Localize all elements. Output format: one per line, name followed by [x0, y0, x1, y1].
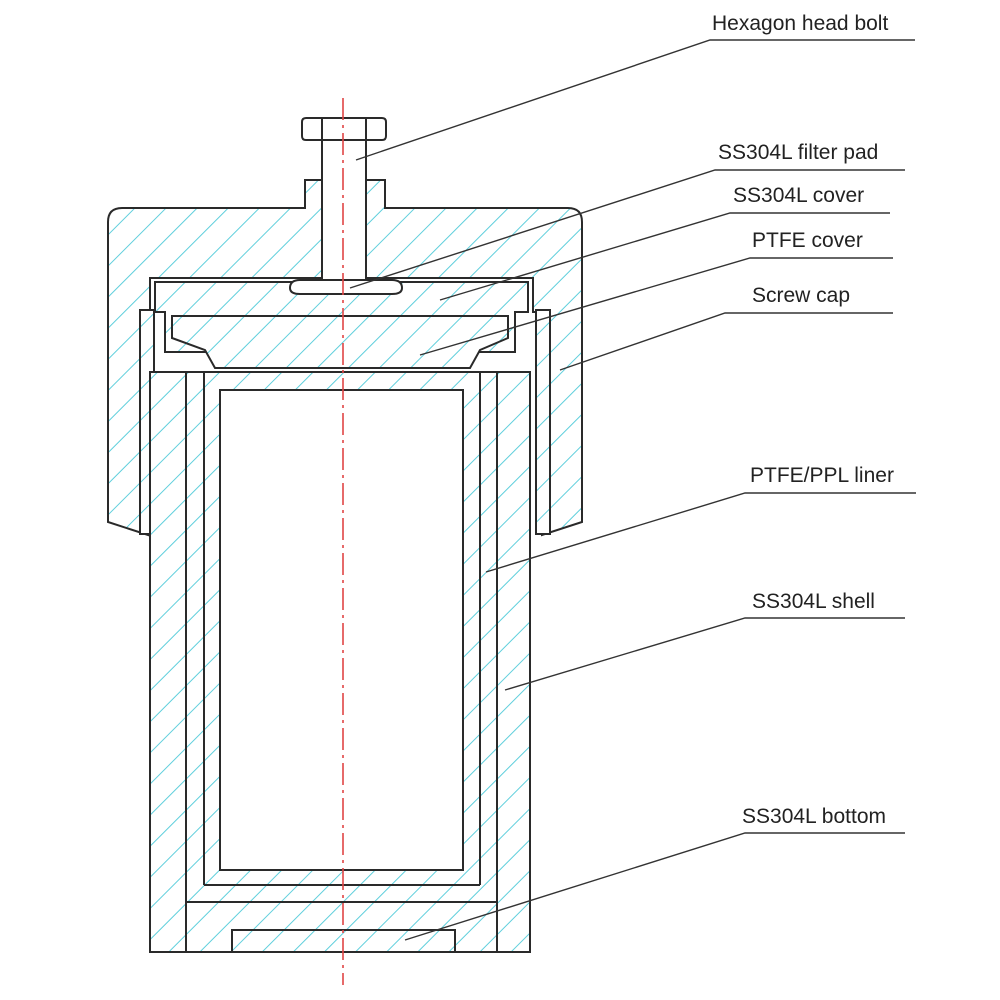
label-ss-cover: SS304L cover — [733, 184, 864, 207]
leader-screw-cap — [559, 312, 893, 371]
label-bottom: SS304L bottom — [742, 805, 886, 828]
screw-cap-shape — [107, 179, 583, 537]
label-shell: SS304L shell — [752, 590, 875, 613]
cap-shoulder-right — [535, 309, 551, 535]
liner-cavity — [219, 389, 464, 871]
leader-ptfe-cover — [419, 257, 893, 356]
leader-bottom — [404, 832, 905, 941]
label-screw-cap: Screw cap — [752, 284, 850, 307]
label-hexagon-head-bolt: Hexagon head bolt — [712, 12, 888, 35]
label-ptfe-cover: PTFE cover — [752, 229, 863, 252]
leader-hexagon-head-bolt — [355, 39, 915, 161]
bottom-shape — [185, 901, 498, 953]
filter-pad-shape — [288, 279, 404, 295]
leader-ss-cover — [439, 212, 890, 301]
leader-liner — [485, 492, 916, 573]
leader-filter-pad — [349, 169, 905, 289]
leader-shell — [504, 617, 905, 691]
ptfe-cover-shape — [171, 315, 509, 369]
bolt-head — [301, 117, 387, 141]
bolt-shank — [321, 139, 367, 281]
label-liner: PTFE/PPL liner — [750, 464, 894, 487]
label-filter-pad: SS304L filter pad — [718, 141, 878, 164]
